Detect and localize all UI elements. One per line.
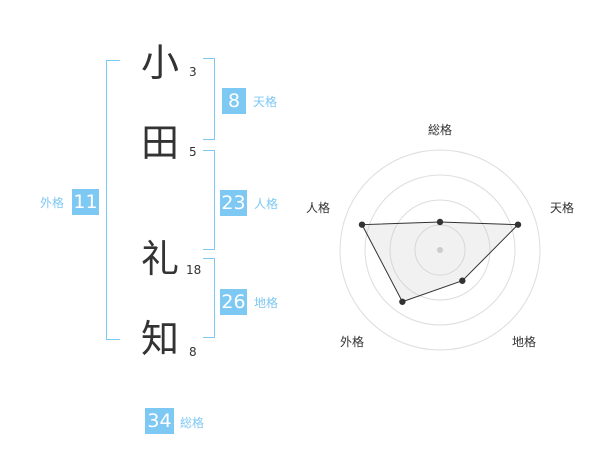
radar-grid-ring [389,199,491,301]
name-char-1: 小 [140,41,179,85]
radar-point-2 [514,221,522,228]
chikaku-badge: 26 [220,289,247,315]
gaikaku-badge: 11 [72,189,99,215]
tenkaku-bracket [203,58,215,140]
stroke-count-2: 5 [189,145,197,159]
radar-series-shape [361,221,520,303]
stroke-count-3: 18 [186,263,202,277]
radar-center-dot [437,247,443,253]
radar-label-gaikaku: 外格 [340,335,365,349]
jinkaku-bracket [203,150,215,250]
radar-grid-ring [339,149,541,351]
radar-label-tenkaku: 天格 [550,201,575,215]
radar-label-chikaku: 地格 [512,335,537,349]
gaikaku-bracket [106,60,120,340]
radar-label-jinkaku: 人格 [306,201,331,215]
radar-point-3 [459,277,466,284]
chikaku-label: 地格 [254,296,279,310]
radar-point-4 [399,298,406,305]
jinkaku-label: 人格 [254,197,279,211]
radar-grid-ring [364,174,516,326]
chikaku-bracket [203,258,215,338]
jinkaku-badge: 23 [220,190,247,216]
stroke-count-1: 3 [189,65,197,79]
radar-point-1 [436,218,444,226]
radar-label-soukaku: 総格 [428,123,453,137]
radar-point-5 [358,221,366,228]
stroke-count-4: 8 [189,345,197,359]
name-char-2: 田 [140,121,179,165]
soukaku-badge: 34 [145,408,174,434]
tenkaku-label: 天格 [253,95,278,109]
name-char-4: 知 [140,317,179,361]
soukaku-label: 総格 [180,416,205,430]
gaikaku-label: 外格 [40,196,65,210]
radar-chart [339,149,541,351]
tenkaku-badge: 8 [222,88,246,114]
name-char-3: 礼 [140,237,179,281]
